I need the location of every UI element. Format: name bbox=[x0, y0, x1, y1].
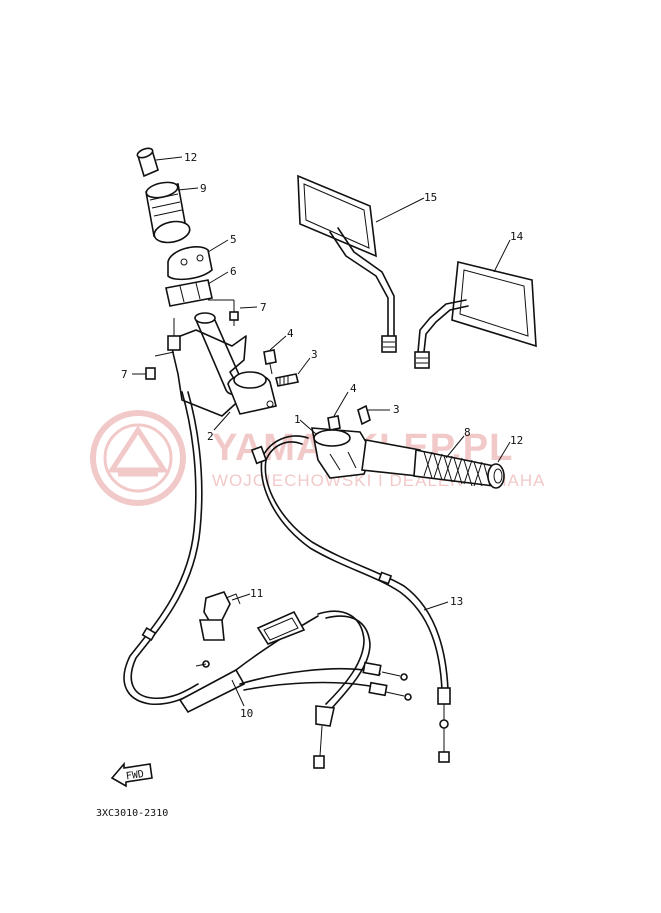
callout-7-upper: 7 bbox=[260, 301, 267, 314]
cable-guide-11 bbox=[199, 591, 241, 641]
handlebar-left bbox=[167, 312, 247, 417]
callout-8: 8 bbox=[464, 426, 471, 439]
clutch-cable-13 bbox=[250, 435, 451, 763]
screw-4-right bbox=[327, 415, 341, 431]
mirror-14 bbox=[414, 261, 537, 369]
callout-12-right: 12 bbox=[510, 434, 523, 447]
callout-10: 10 bbox=[240, 707, 253, 720]
throttle-housing-cover-5 bbox=[167, 246, 213, 281]
screw-4-left bbox=[263, 349, 277, 375]
throttle-grip-9 bbox=[145, 181, 191, 244]
drawing-code: 3XC3010-2310 bbox=[96, 808, 168, 819]
callout-11: 11 bbox=[250, 587, 263, 600]
callout-5: 5 bbox=[230, 233, 237, 246]
throttle-cable-left bbox=[123, 391, 203, 706]
callout-4-right: 4 bbox=[350, 382, 357, 395]
callout-7-lower: 7 bbox=[121, 368, 128, 381]
yamaha-logo-icon bbox=[90, 410, 186, 506]
screw-7-lower bbox=[145, 351, 175, 380]
throttle-cable-assembly-10 bbox=[178, 610, 412, 769]
callout-1: 1 bbox=[294, 413, 301, 426]
callout-3-left: 3 bbox=[311, 348, 318, 361]
throttle-housing-6 bbox=[165, 279, 213, 307]
grip-end-12-right bbox=[487, 463, 505, 489]
callout-14: 14 bbox=[510, 230, 524, 243]
handlebar-clamp-2 bbox=[227, 371, 277, 415]
callout-3-right: 3 bbox=[393, 403, 400, 416]
callout-13: 13 bbox=[450, 595, 463, 608]
callout-15: 15 bbox=[424, 191, 437, 204]
lever-holder-1 bbox=[311, 427, 373, 479]
grip-end-cap-12 bbox=[136, 147, 159, 178]
fwd-label: FWD bbox=[125, 769, 144, 782]
bolt-3-left bbox=[275, 373, 299, 387]
mirror-15 bbox=[297, 174, 397, 353]
callout-4-left: 4 bbox=[287, 327, 294, 340]
callouts: 12 9 5 6 7 7 4 3 2 4 3 1 8 12 15 14 13 bbox=[121, 151, 524, 720]
bolt-3-right bbox=[357, 404, 371, 426]
callout-9: 9 bbox=[200, 182, 207, 195]
callout-2: 2 bbox=[207, 430, 214, 443]
callout-12-top: 12 bbox=[184, 151, 197, 164]
callout-6: 6 bbox=[230, 265, 237, 278]
fwd-arrow-icon: FWD bbox=[110, 761, 153, 788]
screw-7-upper bbox=[208, 299, 239, 326]
